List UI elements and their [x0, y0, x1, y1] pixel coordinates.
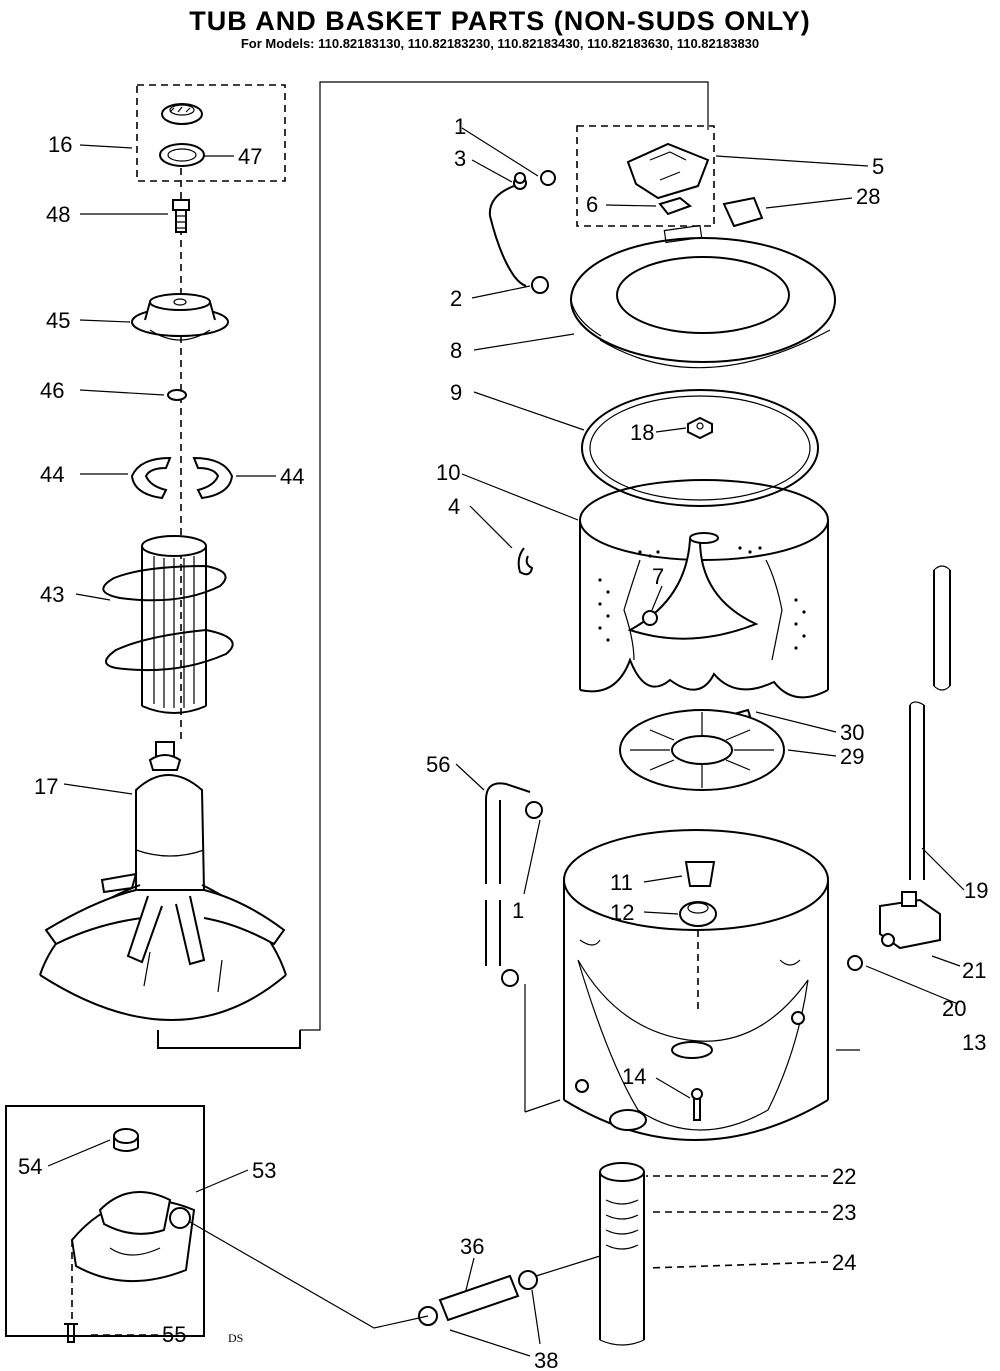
callout-labels: 16 47 48 45 46 44 44 43 17 1 3 5 6 28 2 …: [18, 114, 988, 1371]
callout-9: 9: [450, 380, 462, 405]
part-18-nut: [687, 416, 713, 440]
assembly-bracket-upper: [300, 81, 709, 1031]
part-22-23-24-drain-hose: [599, 1162, 645, 1346]
callout-56: 56: [426, 752, 450, 777]
callout-45: 45: [46, 308, 70, 333]
callout-11: 11: [610, 870, 633, 895]
callout-24: 24: [832, 1250, 856, 1275]
callout-16: 16: [48, 132, 72, 157]
part-53-pump: [70, 1191, 196, 1283]
callout-46: 46: [40, 378, 64, 403]
callout-6: 6: [586, 192, 598, 217]
callout-30: 30: [840, 720, 864, 745]
callout-12: 12: [610, 900, 634, 925]
callout-43: 43: [40, 582, 64, 607]
callout-20: 20: [942, 996, 966, 1021]
part-5-box: [576, 125, 715, 227]
cap-kit-box: [136, 84, 286, 182]
part-2-clamp-lower: [531, 276, 549, 294]
callout-22: 22: [832, 1164, 856, 1189]
callout-7: 7: [652, 564, 664, 589]
callout-10: 10: [436, 460, 460, 485]
part-6-actuator: [658, 196, 693, 216]
callout-53: 53: [252, 1158, 276, 1183]
callout-21: 21: [962, 958, 986, 983]
callout-5: 5: [872, 154, 884, 179]
part-56-hose: [485, 782, 543, 987]
part-12-bearing: [679, 901, 717, 927]
callout-28: 28: [856, 184, 880, 209]
model-list: For Models: 110.82183130, 110.82183230, …: [240, 36, 760, 51]
part-13-outer-tub: [563, 829, 829, 1141]
part-47-seal-ring: [159, 143, 205, 167]
callout-19: 19: [964, 878, 988, 903]
callout-8: 8: [450, 338, 462, 363]
callout-17: 17: [34, 774, 58, 799]
callout-44-left: 44: [40, 462, 64, 487]
callout-47: 47: [238, 144, 262, 169]
part-36-38-coupling: [418, 1255, 601, 1326]
part-9-snubber-ring: [581, 389, 819, 507]
callout-29: 29: [840, 744, 864, 769]
callout-2: 2: [450, 286, 462, 311]
callout-44-right: 44: [280, 464, 304, 489]
callout-55: 55: [162, 1322, 186, 1347]
callout-4: 4: [448, 494, 460, 519]
part-45-cam: [131, 293, 229, 341]
callout-48: 48: [46, 202, 70, 227]
part-14-screw: [691, 1088, 703, 1121]
agitator-assembly: [39, 81, 709, 1049]
corner-mark: DS: [228, 1331, 243, 1345]
part-19-tube: [909, 565, 951, 880]
part-20-clamp-right: [847, 955, 863, 971]
pump-hose-lead: [189, 1221, 429, 1329]
callout-14: 14: [622, 1064, 646, 1089]
callout-3: 3: [454, 146, 466, 171]
part-11-seal: [684, 861, 716, 887]
part-46-washer: [167, 389, 187, 401]
part-1-clamp-upper: [540, 170, 556, 186]
tub-basket-assembly: [5, 125, 951, 1346]
part-8-tub-ring: [570, 224, 836, 369]
part-17-agitator: [39, 741, 287, 1021]
part-55-screw: [64, 1323, 78, 1343]
callout-36: 36: [460, 1234, 484, 1259]
callout-54: 54: [18, 1154, 42, 1179]
callout-13: 13: [962, 1030, 986, 1055]
assembly-bracket-lower: [157, 1030, 301, 1049]
callout-1-top: 1: [454, 114, 466, 139]
part-4-clip: [517, 547, 534, 576]
leader-lines: [47, 127, 965, 1357]
pump-box: [5, 1105, 205, 1337]
part-21-switch: [879, 891, 941, 950]
callout-23: 23: [832, 1200, 856, 1225]
part-28-plate: [722, 196, 764, 228]
part-10-basket: [579, 479, 829, 699]
diagram-title: TUB AND BASKET PARTS (NON-SUDS ONLY): [189, 6, 811, 36]
callout-38: 38: [534, 1348, 558, 1371]
part-3-pressure-hose: [488, 172, 527, 287]
part-29-drive-block: [619, 709, 785, 791]
part-16-agitator-cap: [161, 103, 203, 125]
part-44-dogs: [130, 456, 234, 500]
part-48-bolt: [172, 199, 190, 233]
part-54-cap: [113, 1128, 139, 1152]
part-43-auger: [102, 535, 234, 714]
part-5-switch: [626, 142, 710, 200]
callout-1-lower: 1: [512, 898, 524, 923]
callout-18: 18: [630, 420, 654, 445]
